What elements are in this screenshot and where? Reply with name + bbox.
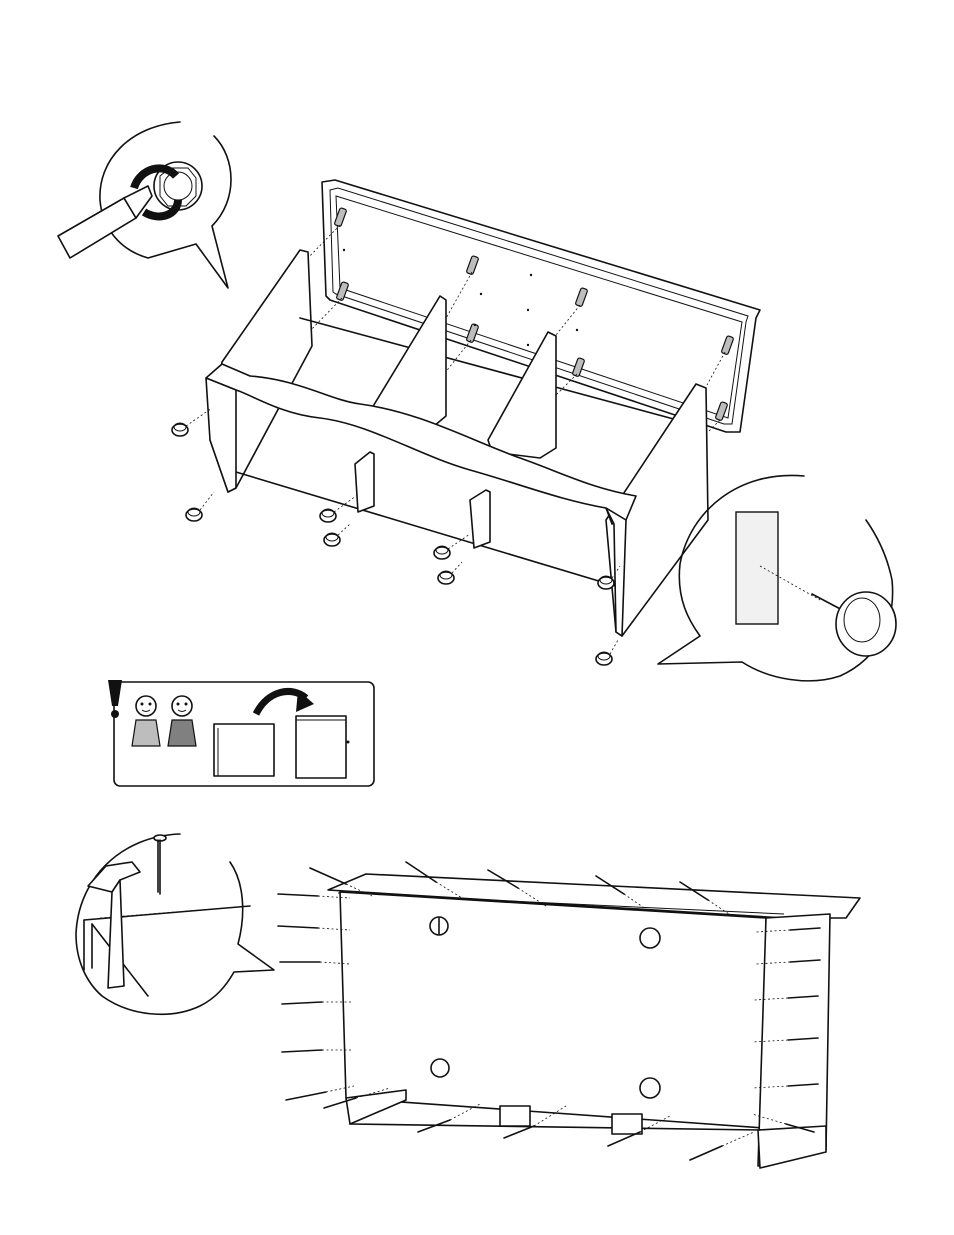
step-1-back-panel-and-feet <box>58 122 896 681</box>
step-3-nail-back-panel <box>76 834 860 1168</box>
nail-icon <box>278 926 350 930</box>
furniture-foot-icon <box>596 652 612 665</box>
furniture-foot-icon <box>186 508 202 521</box>
screwdriver-icon <box>58 186 152 258</box>
nail-icon <box>154 835 166 894</box>
cabinet-icon <box>296 716 350 778</box>
furniture-foot-icon <box>598 576 614 589</box>
nail-icon <box>280 962 350 964</box>
cabinet-icon <box>214 724 274 776</box>
person-icon <box>168 696 196 746</box>
furniture-foot-icon <box>438 571 454 584</box>
person-icon <box>132 696 160 746</box>
nail-icon <box>418 1104 480 1132</box>
cam-lock-zoom-bubble <box>58 122 231 288</box>
furniture-foot-icon <box>172 423 188 436</box>
nail-icon <box>286 1086 354 1100</box>
furniture-foot-icon <box>812 592 896 656</box>
step-2-turn-unit <box>108 680 374 786</box>
nail-icon <box>278 894 350 898</box>
hammer-icon <box>88 862 140 988</box>
furniture-foot-icon <box>324 533 340 546</box>
furniture-foot-icon <box>434 546 450 559</box>
furniture-foot-icon <box>320 509 336 522</box>
hammer-zoom-bubble <box>76 834 274 1014</box>
leg-section <box>736 512 778 624</box>
nail-icon <box>690 1132 754 1160</box>
cabinet-back-view <box>328 874 860 1168</box>
nail-icon <box>282 1002 352 1004</box>
nail-icon <box>282 1050 352 1052</box>
